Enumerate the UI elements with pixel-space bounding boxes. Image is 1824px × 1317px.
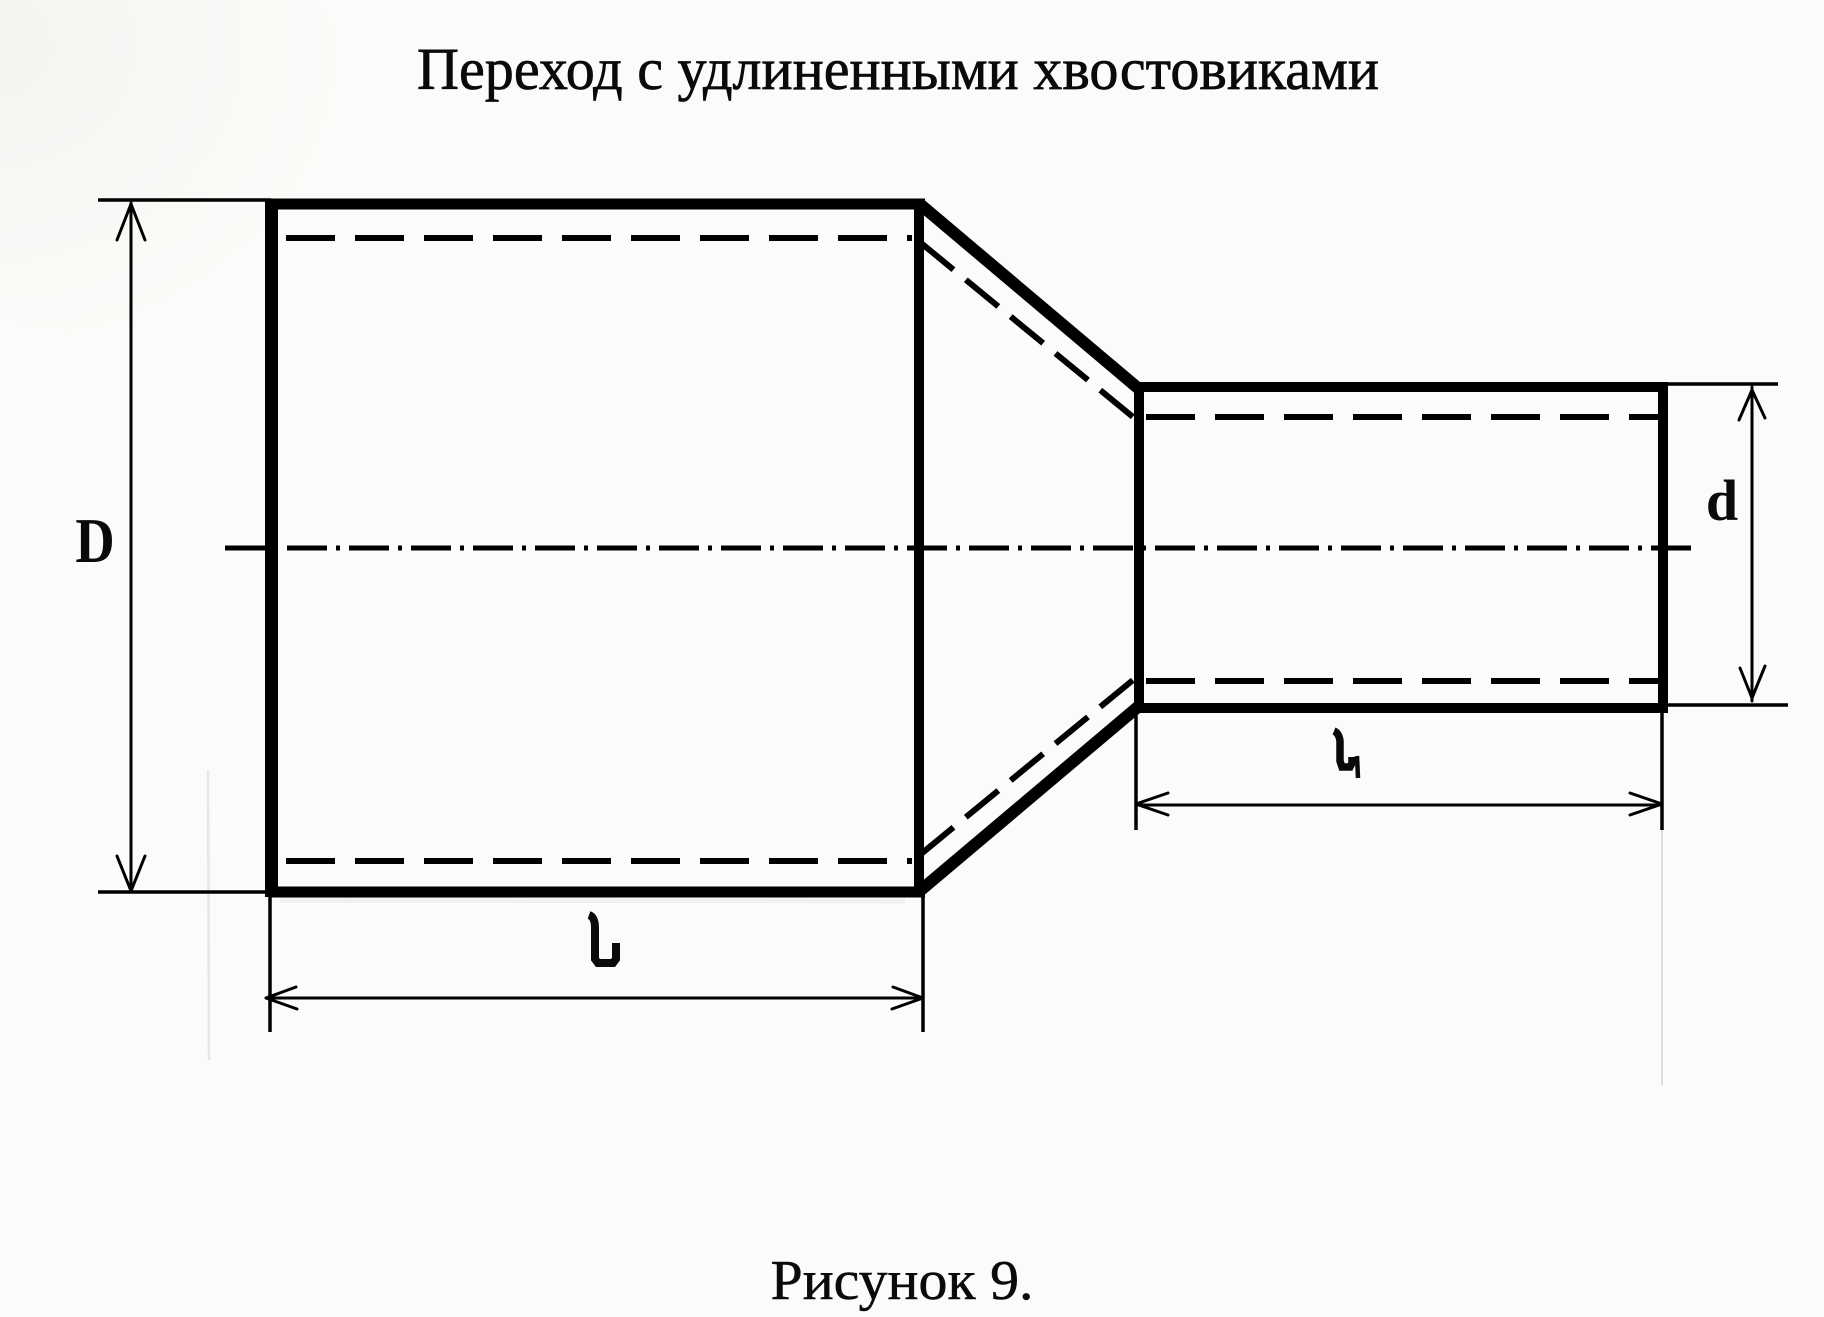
svg-text:Рисунок 9.: Рисунок 9. <box>771 1250 1034 1312</box>
svg-text:D: D <box>75 505 114 576</box>
svg-text:d: d <box>1706 468 1738 533</box>
svg-text:Переход с удлиненными хвостови: Переход с удлиненными хвостовиками <box>417 36 1379 102</box>
